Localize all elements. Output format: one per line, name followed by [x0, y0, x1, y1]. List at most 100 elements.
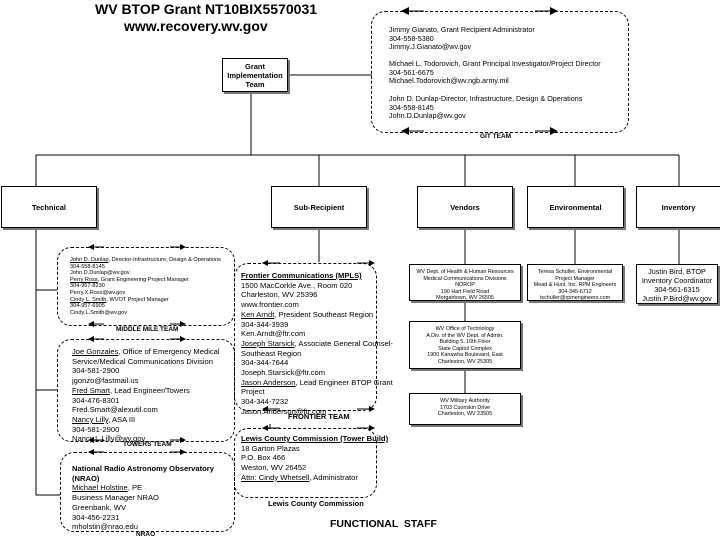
git-contact-3-phone: 304-558-8145	[389, 102, 434, 112]
git-contact-2-name: Michael L. Todorovich, Grant Principal I…	[389, 59, 601, 68]
vendor-line: A Div. of the WV Dept. of Admin.	[426, 332, 504, 339]
contact-role: , Lead Engineer BTOP Grant	[295, 377, 393, 387]
contact-phone: 304-581-2900	[72, 424, 120, 434]
nrao-caption: NRAO	[136, 531, 156, 538]
contact-role: , Grant Engineering Project Manager	[97, 276, 189, 283]
contact-name: Joseph Starsick	[241, 338, 295, 348]
contact-address: P.O. Box 466	[241, 453, 286, 463]
contact-phone: 304-558-8145	[70, 263, 105, 270]
contact-email: Cindy.L.Smith@wv.gov	[70, 309, 128, 316]
footer-label: FUNCTIONAL STAFF	[330, 518, 437, 530]
frontier-caption: FRONTIER TEAM	[288, 412, 350, 421]
middle-mile-contacts: John D. Dunlap, Director-Infrastructure,…	[70, 257, 221, 316]
nrao-title: National Radio Astronomy Observatory	[72, 464, 214, 473]
contact-phone: 304-957-8230	[70, 283, 105, 290]
vendor-line: WV Military Authority	[440, 398, 490, 404]
frontier-group	[234, 263, 377, 411]
category-inventory: Inventory	[636, 186, 720, 228]
contact-phone: 304-456-2231	[72, 512, 120, 522]
category-vendors: Vendors	[417, 186, 513, 228]
contact-address: 1500 MacCorkle Ave., Room 020	[241, 280, 353, 290]
contact-email: John.D.Dunlap@wv.gov	[70, 270, 130, 277]
contact-name: Cindy L. Smith	[70, 296, 107, 303]
contact-website: www.frontier.com	[241, 300, 299, 310]
vendor-box-dhhr: WV Dept. of Health & Human Resources Med…	[409, 264, 521, 301]
grant-team-label-1: Grant	[244, 61, 265, 71]
contact-role: Southeast Region	[241, 348, 302, 358]
grant-team-label-3: Team	[245, 79, 265, 89]
git-contact-1-name: Jimmy Gianato, Grant Recipient Administr…	[389, 25, 535, 34]
git-team-caption: GIT TEAM	[480, 133, 512, 140]
environmental-box: Teresa Schuller, Environmental Project M…	[527, 264, 623, 301]
arrow-right-icon	[550, 127, 558, 135]
contact-phone: 304-344-7644	[241, 358, 289, 368]
frontier-contacts: Frontier Communications (MPLS) 1500 MacC…	[241, 271, 393, 417]
git-contact-1-phone: 304-558-5380	[389, 33, 434, 43]
git-contact-3: John D. Dunlap-Director, Infrastructure,…	[389, 94, 583, 121]
git-contact-3-email: John.D.Dunlap@wv.gov	[389, 111, 466, 121]
contact-address: Charleston, WV 25396	[241, 290, 318, 300]
contact-email: Jason.Anderson@ftr.com	[241, 406, 327, 416]
contact-email: Perry.X.Ross@wv.gov	[70, 289, 126, 296]
contact-location: Greenbank, WV	[72, 502, 127, 512]
inventory-line: Inventory Coordinator	[641, 276, 713, 285]
contact-role: , PE	[127, 483, 143, 493]
vendor-line: 1900 Kanawha Boulevard, East	[427, 352, 503, 359]
middle-mile-caption: MIDDLE MILE TEAM	[116, 326, 179, 333]
vendor-line: State Capitol Complex	[438, 345, 492, 352]
vendor-line: Medical Communications Divisions	[423, 275, 507, 282]
inventory-line: Justin Bird, BTOP	[648, 267, 706, 276]
environmental-line: 304-345-6712	[558, 288, 592, 295]
vendor-line: Charleston, WV 23505	[437, 411, 493, 418]
contact-role: Business Manager NRAO	[72, 493, 159, 503]
git-contact-2-email: Michael.Todorovich@wv.ngb.army.mil	[389, 76, 509, 86]
contact-role: , Lead Engineer/Towers	[109, 385, 190, 395]
git-team-group	[371, 11, 629, 133]
grant-team-label-2: Implementation	[227, 70, 283, 80]
page-subtitle: www.recovery.wv.gov	[124, 18, 268, 34]
git-contact-2-phone: 304-561-6675	[389, 67, 434, 77]
contact-role: , President Southeast Region	[274, 309, 374, 319]
nrao-title-abbr: (NRAO)	[72, 473, 100, 483]
contact-role: , Associate General Counsel-	[294, 338, 393, 348]
towers-caption: TOWERS TEAM	[123, 441, 172, 448]
contact-name: Jason Anderson	[241, 377, 296, 387]
contact-phone: 304-344-7232	[241, 397, 289, 407]
contact-name: Attn: Cindy Whetsell	[241, 472, 310, 482]
contact-name: Perry Ross	[70, 276, 98, 283]
category-sub-recipient: Sub-Recipient	[271, 186, 367, 228]
vendor-line: NOROP	[455, 282, 475, 289]
lewis-title: Lewis County Commission (Tower Build)	[241, 434, 389, 443]
inventory-box: Justin Bird, BTOP Inventory Coordinator …	[636, 264, 718, 304]
contact-role: Project	[241, 387, 265, 397]
category-technical: Technical	[1, 186, 97, 228]
vendor-line: Morgantown, WV 26505	[436, 295, 494, 302]
vendor-line: Building 5, 10th Floor	[439, 339, 491, 346]
vendor-line: WV Dept. of Health & Human Resources	[416, 269, 514, 275]
contact-name: Nancy Lilly	[72, 414, 109, 424]
environmental-line: Project Manager	[555, 275, 595, 282]
contact-role: , Office of Emergency Medical	[118, 347, 220, 356]
contact-role: , Director-Infrastructure, Design & Oper…	[108, 257, 221, 263]
environmental-line: tschuller@rpmengineers.com	[539, 295, 611, 302]
contact-name: Fred Smart	[72, 385, 110, 395]
arrow-left-icon	[401, 127, 409, 135]
grant-team-box: Grant Implementation Team	[222, 58, 288, 92]
environmental-line: Teresa Schuller, Environmental	[537, 269, 613, 275]
nrao-group	[60, 452, 235, 532]
contact-phone: 304-344-3939	[241, 319, 289, 329]
contact-phone: 304-476-8301	[72, 395, 120, 405]
git-contact-3-name: John D. Dunlap-Director, Infrastructure,…	[389, 94, 583, 103]
vendor-line: WV Office of Technology	[435, 326, 495, 332]
lewis-caption: Lewis County Commission	[268, 499, 364, 508]
contact-phone: 304-581-2900	[72, 366, 120, 376]
git-contact-1: Jimmy Gianato, Grant Recipient Administr…	[389, 25, 535, 52]
git-contact-2: Michael L. Todorovich, Grant Principal I…	[389, 59, 601, 86]
environmental-line: Mead & Hunt, Inc. RPM Engineers	[533, 282, 617, 289]
contact-address: 18 Garton Plazas	[241, 443, 300, 453]
vendor-line: 1703 Coonskin Drive	[439, 404, 491, 411]
contact-email: Fred.Smart@alexutil.com	[72, 405, 158, 415]
lewis-group	[234, 428, 377, 498]
lewis-contacts: Lewis County Commission (Tower Build) 18…	[241, 434, 388, 483]
contact-role: Service/Medical Communications Division	[72, 356, 213, 366]
